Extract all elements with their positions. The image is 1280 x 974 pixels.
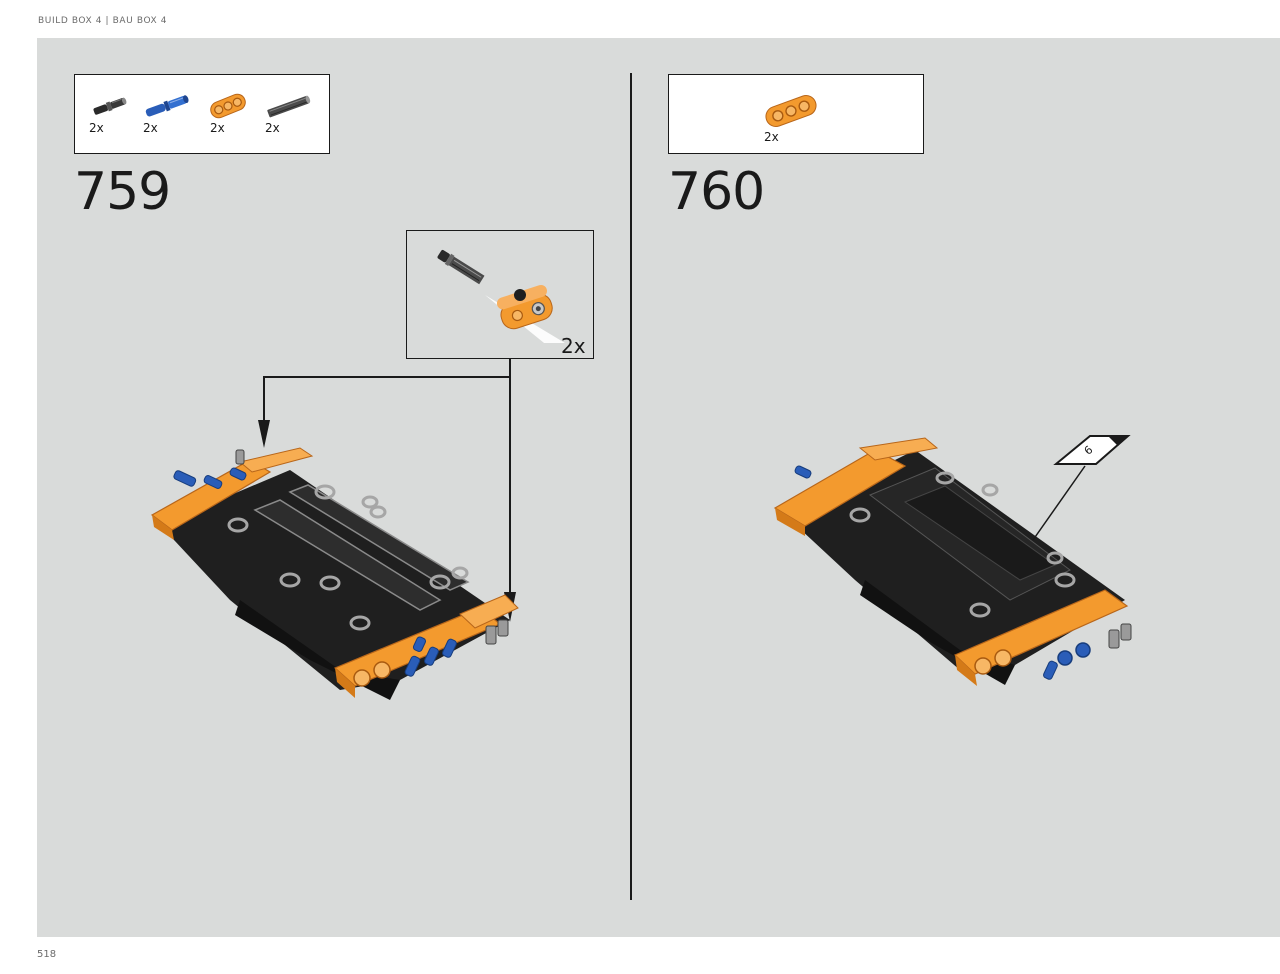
grey-axle-icon — [267, 95, 311, 118]
callout-qty: 2x — [561, 334, 586, 358]
step-number-759: 759 — [74, 162, 171, 222]
part-qty: 2x — [265, 121, 280, 135]
page-header: BUILD BOX 4 | BAU BOX 4 — [38, 16, 168, 26]
part-qty: 2x — [89, 121, 104, 135]
blue-axle-pin-icon — [145, 95, 189, 117]
orange-beam-3-icon — [765, 95, 817, 127]
part-qty: 2x — [210, 121, 225, 135]
part-qty: 2x — [143, 121, 158, 135]
orange-beam-3-icon — [210, 93, 246, 119]
black-axle-pin-icon — [93, 97, 127, 115]
callout-assembly-illustration — [437, 250, 565, 343]
step-759-model-illustration — [150, 447, 519, 700]
part-qty: 2x — [764, 130, 779, 144]
step-number-760: 760 — [668, 162, 765, 222]
sub-assembly-callout: 2x — [406, 230, 594, 359]
step-760-model-illustration — [773, 437, 1132, 686]
step-759-parts-box: 2x 2x 2x 2x — [74, 74, 330, 154]
step-760-parts-box: 2x — [668, 74, 924, 154]
step-divider — [630, 73, 632, 900]
page-number: 518 — [37, 949, 57, 960]
